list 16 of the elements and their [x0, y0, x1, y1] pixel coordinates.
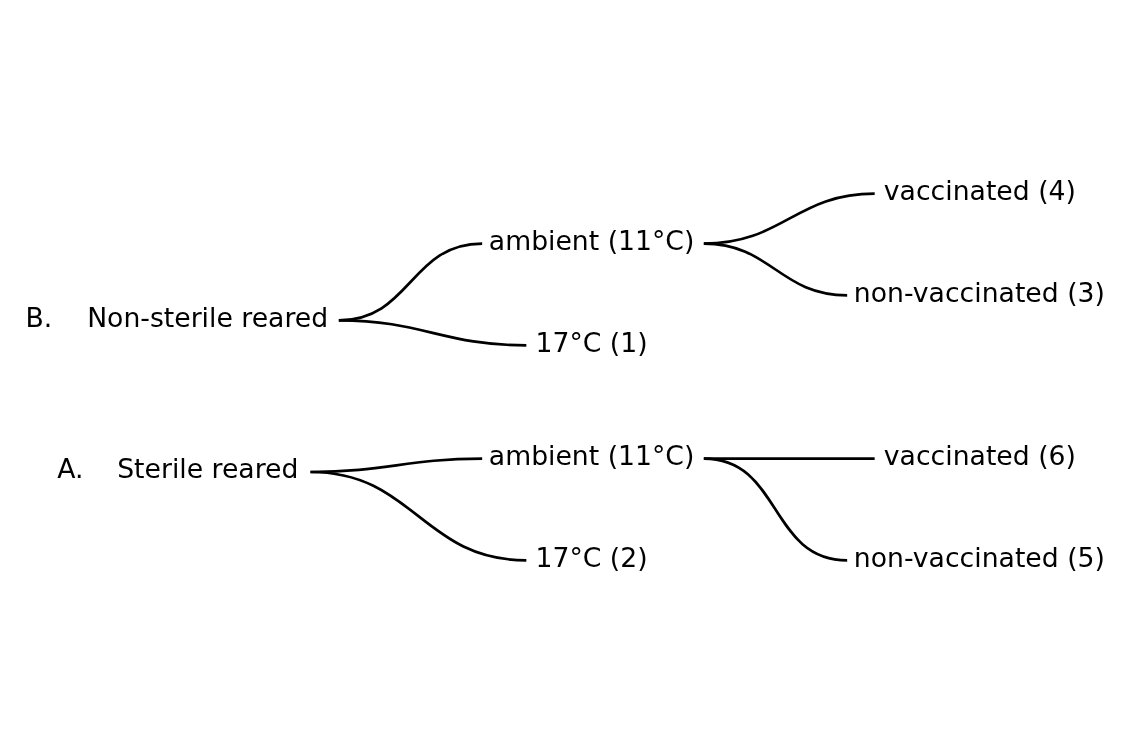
- node-text: 17°C (2): [535, 541, 648, 573]
- node-text: Non-sterile reared: [87, 301, 329, 333]
- node-text: 17°C (1): [535, 326, 648, 358]
- node-text: vaccinated (6): [883, 440, 1076, 471]
- node-label: A.: [57, 453, 84, 485]
- node-text: ambient (11°C): [488, 225, 695, 256]
- connector: [338, 319, 527, 347]
- node-text: ambient (11°C): [488, 440, 695, 471]
- node-text: vaccinated (4): [883, 175, 1076, 206]
- node-label: B.: [25, 301, 53, 333]
- node-text: non-vaccinated (3): [853, 276, 1105, 308]
- connector: [310, 470, 527, 562]
- connector: [703, 457, 848, 562]
- node-text: Sterile reared: [117, 453, 299, 485]
- node-text: non-vaccinated (5): [853, 541, 1105, 573]
- connector: [703, 242, 848, 297]
